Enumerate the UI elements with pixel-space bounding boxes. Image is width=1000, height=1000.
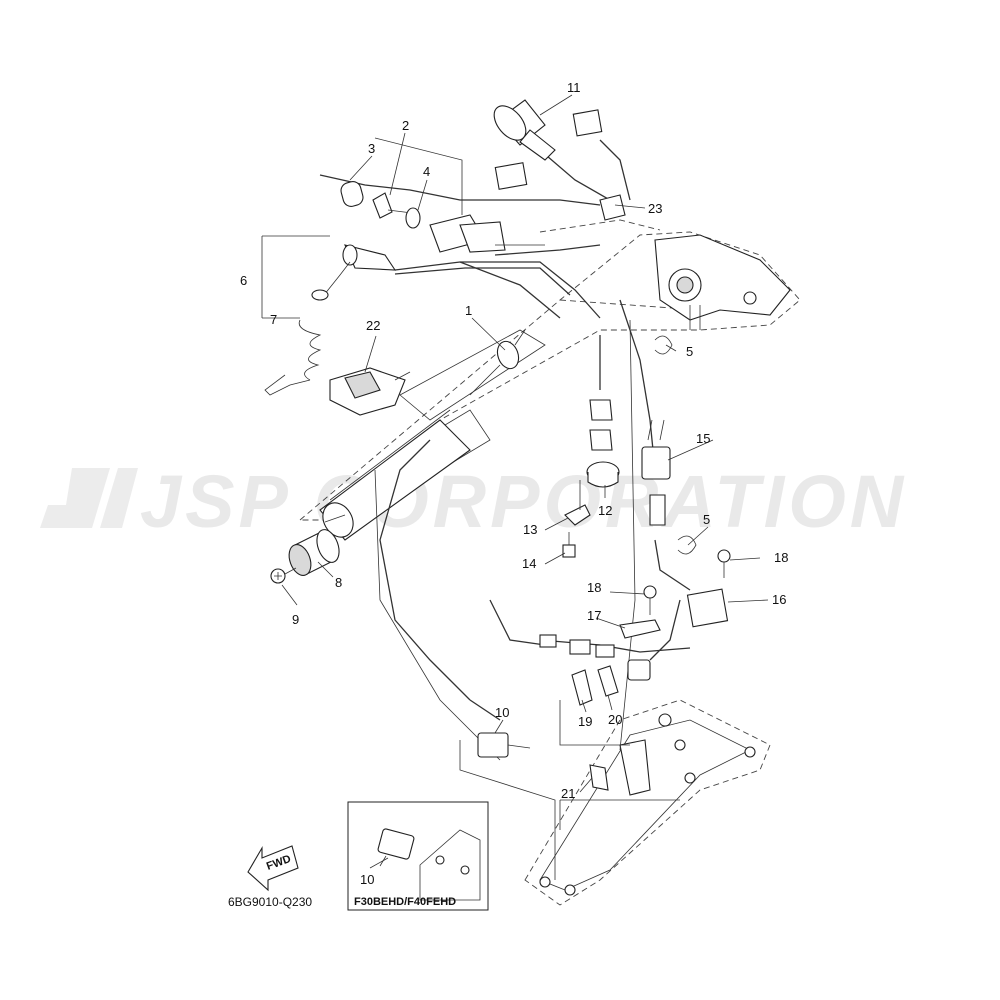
callout-5-top: 5 bbox=[686, 344, 693, 359]
callout-1: 1 bbox=[465, 303, 472, 318]
tiller-handle-outline bbox=[298, 219, 801, 541]
callout-11: 11 bbox=[567, 80, 581, 95]
diagram-code: 6BG9010-Q230 bbox=[228, 895, 312, 909]
callout-12: 12 bbox=[598, 503, 612, 518]
part-12-sensor bbox=[586, 399, 620, 488]
callout-14: 14 bbox=[522, 556, 536, 571]
part-22-grip bbox=[329, 367, 411, 416]
part-14-bolt bbox=[562, 532, 576, 558]
callout-23: 23 bbox=[648, 201, 662, 216]
connectors-19-20 bbox=[539, 634, 651, 746]
part-9-screw bbox=[270, 567, 297, 584]
part-16-relay bbox=[686, 588, 729, 628]
part-15-connector bbox=[641, 419, 671, 526]
part-5-clip bbox=[677, 535, 697, 555]
callout-20: 20 bbox=[608, 712, 622, 727]
part-21-grommet bbox=[589, 764, 609, 791]
stop-switch bbox=[264, 244, 397, 396]
callout-10-main: 10 bbox=[495, 705, 509, 720]
connector-block bbox=[494, 162, 528, 190]
inset-box bbox=[347, 801, 489, 911]
callout-labels: 11 2 3 4 23 6 7 1 22 5 15 12 5 13 14 18 … bbox=[240, 80, 788, 887]
part-17-bracket bbox=[619, 619, 661, 639]
part-1-clamp bbox=[469, 329, 526, 396]
part-10-connector bbox=[459, 732, 556, 880]
fwd-arrow-icon: FWD bbox=[247, 845, 299, 892]
callout-10-inset: 10 bbox=[360, 872, 374, 887]
bracket-line bbox=[261, 235, 330, 319]
callout-19: 19 bbox=[578, 714, 592, 729]
part-18-screw bbox=[717, 549, 731, 578]
connector-block bbox=[572, 109, 603, 137]
callout-22: 22 bbox=[366, 318, 380, 333]
watermark-logo-stripe bbox=[100, 468, 138, 528]
callout-15: 15 bbox=[696, 431, 710, 446]
callout-6: 6 bbox=[240, 273, 247, 288]
inset-model-label: F30BEHD/F40FEHD bbox=[354, 896, 456, 908]
watermark: JSP CORPORATION bbox=[40, 460, 907, 543]
callout-13: 13 bbox=[523, 522, 537, 537]
callout-7: 7 bbox=[270, 312, 277, 327]
main-switch bbox=[340, 181, 545, 253]
callout-21: 21 bbox=[561, 786, 575, 801]
callout-18-left: 18 bbox=[587, 580, 601, 595]
callout-5-bottom: 5 bbox=[703, 512, 710, 527]
callout-3: 3 bbox=[368, 141, 375, 156]
callout-8: 8 bbox=[335, 575, 342, 590]
callout-4: 4 bbox=[423, 164, 430, 179]
callout-17: 17 bbox=[587, 608, 601, 623]
callout-16: 16 bbox=[772, 592, 786, 607]
clip bbox=[599, 194, 626, 221]
bottom-plate-outline bbox=[524, 699, 771, 906]
watermark-text: JSP CORPORATION bbox=[140, 460, 907, 543]
part-5-clip bbox=[654, 335, 673, 355]
callout-9: 9 bbox=[292, 612, 299, 627]
part-11-connector bbox=[493, 99, 556, 161]
bracket-line bbox=[374, 137, 463, 215]
watermark-logo-icon bbox=[40, 468, 110, 528]
callout-2: 2 bbox=[402, 118, 409, 133]
callout-18-right: 18 bbox=[774, 550, 788, 565]
part-18-screw bbox=[643, 585, 657, 615]
part-8-end-cap bbox=[288, 529, 340, 576]
leader-lines bbox=[281, 94, 769, 869]
part-13-bracket bbox=[564, 504, 591, 526]
